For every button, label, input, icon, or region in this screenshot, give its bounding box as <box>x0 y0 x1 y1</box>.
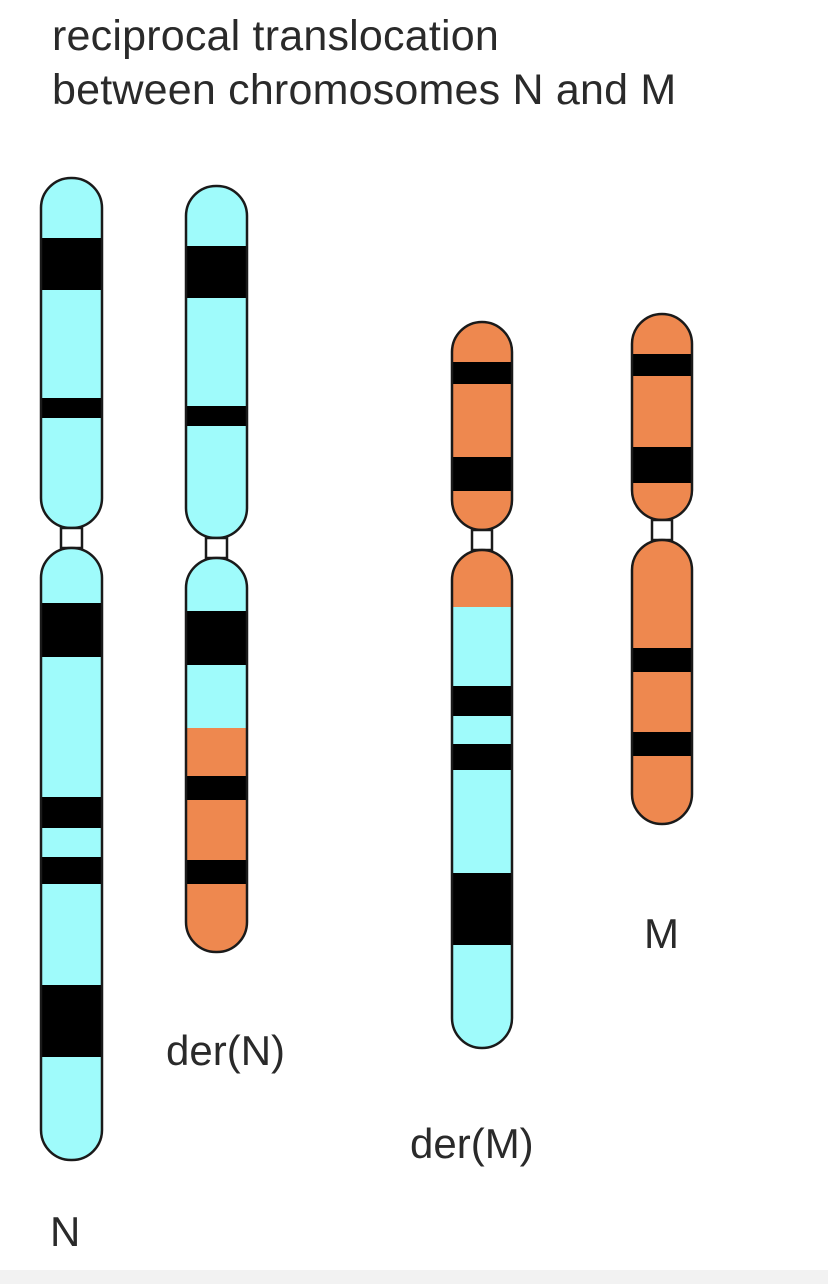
chromosome-m <box>630 312 694 826</box>
label-chromosome-der-n: der(N) <box>166 1027 286 1074</box>
band <box>452 362 512 384</box>
translocated-segment-m <box>186 728 247 952</box>
band <box>632 732 692 756</box>
band <box>186 246 247 298</box>
chromosome-n <box>39 176 104 1162</box>
band <box>632 354 692 376</box>
band <box>452 873 512 945</box>
band <box>632 447 692 483</box>
band <box>186 611 247 665</box>
band <box>41 985 102 1057</box>
chromosome-der-n-p-arm <box>184 184 249 540</box>
chromosome-der-n <box>184 184 249 954</box>
label-chromosome-n: N <box>50 1208 81 1255</box>
bottom-edge-strip <box>0 1270 828 1284</box>
band <box>186 860 247 884</box>
chromosome-n-p-arm <box>39 176 104 530</box>
band <box>41 238 102 290</box>
chromosome-der-n-q-arm <box>184 556 249 954</box>
title-line-2: between chromosomes N and M <box>52 66 677 114</box>
band <box>41 603 102 657</box>
band <box>452 686 512 716</box>
chromosome-der-n-centromere <box>204 536 229 560</box>
band <box>452 744 512 770</box>
band <box>186 776 247 800</box>
band <box>41 857 102 884</box>
title-line-1: reciprocal translocation <box>52 12 499 60</box>
chromosome-n-centromere <box>59 526 84 550</box>
chromosome-n-q-arm <box>39 546 104 1162</box>
band <box>41 797 102 828</box>
band <box>186 406 247 426</box>
label-chromosome-m: M <box>644 910 679 957</box>
band <box>632 648 692 672</box>
chromosome-m-centromere <box>650 518 674 542</box>
band <box>41 398 102 418</box>
chromosome-der-m-q-arm <box>450 548 514 1050</box>
band <box>452 457 512 491</box>
label-chromosome-der-m: der(M) <box>410 1120 534 1167</box>
chromosome-der-m-p-arm <box>450 320 514 532</box>
chromosome-der-m-centromere <box>470 528 494 552</box>
chromosome-m-q-arm <box>630 538 694 826</box>
chromosome-der-m <box>450 320 514 1050</box>
chromosome-m-p-arm <box>630 312 694 522</box>
